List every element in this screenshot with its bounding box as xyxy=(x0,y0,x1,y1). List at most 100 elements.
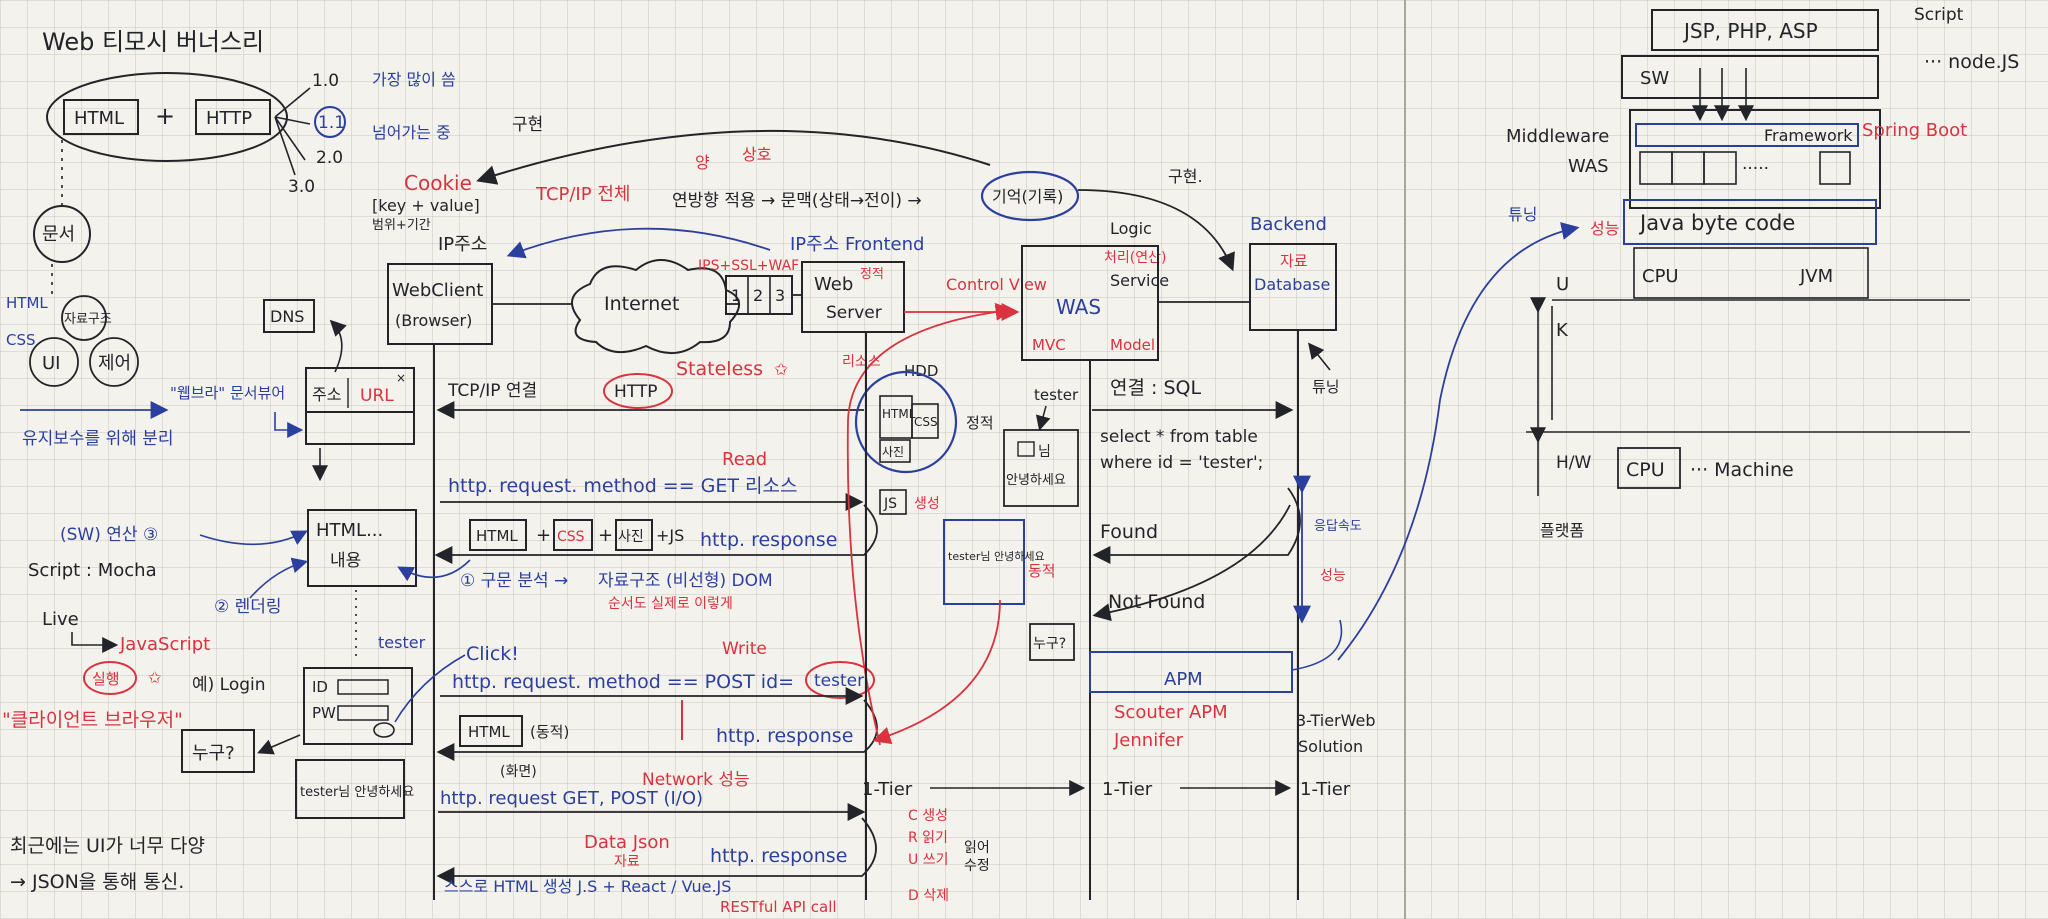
ui-label: UI xyxy=(42,353,60,374)
platform: 플랫폼 xyxy=(1540,521,1584,540)
js-label: JS xyxy=(883,496,897,512)
port-2: 2 xyxy=(753,286,763,305)
ui-circle xyxy=(29,337,79,387)
nugu-small: 누구? xyxy=(1033,636,1066,652)
hw: H/W xyxy=(1556,453,1592,473)
hdd: HDD xyxy=(904,362,938,380)
db-box xyxy=(1249,243,1337,331)
back-to-ip-arrow xyxy=(506,227,771,259)
version-2-0-note: 넘어가는 중 xyxy=(372,123,451,142)
db-label: Database xyxy=(1254,275,1330,294)
b-plus-1: + xyxy=(536,525,551,546)
http-circle-label: HTTP xyxy=(614,382,658,402)
db-data: 자료 xyxy=(1280,252,1308,270)
right-section: JSP, PHP, ASP Script ··· node.JS SW Midd… xyxy=(1506,5,2019,540)
red-web-loop xyxy=(846,302,1014,746)
cookie-kv: [key + value] xyxy=(372,196,480,215)
tester-circle xyxy=(805,661,875,699)
dynamic-label: 동적 xyxy=(1028,562,1056,580)
db-section: Backend 자료 Database 튜닝 연결 : SQL select *… xyxy=(1089,214,1580,900)
db-to-right-arrow xyxy=(1337,222,1580,661)
apm: APM xyxy=(1164,669,1203,690)
mod-4 xyxy=(1819,151,1851,185)
dns-arrow xyxy=(329,319,347,373)
address-label: 주소 xyxy=(312,385,341,404)
html-box xyxy=(63,99,139,135)
login-example: 예) Login xyxy=(192,675,266,695)
crud-c: C 생성 xyxy=(908,808,948,824)
b-photo xyxy=(615,519,653,551)
sql-2: where id = 'tester'; xyxy=(1100,453,1263,473)
memory: 기억(기록) xyxy=(992,187,1063,206)
webserver-box xyxy=(801,261,905,333)
live: Live xyxy=(42,609,79,630)
hdd-circle xyxy=(854,370,958,474)
click-arrow xyxy=(394,654,466,723)
execute: 실행 xyxy=(92,670,120,688)
html-dynamic-note: (동적) xyxy=(530,723,569,741)
memory-circle xyxy=(980,170,1080,222)
impl-top-arc xyxy=(476,129,991,185)
dns-box xyxy=(263,299,315,333)
version-branch xyxy=(274,87,311,176)
jvm: JVM xyxy=(1799,266,1833,287)
service: Service xyxy=(1110,271,1169,290)
b-photo-label: 사진 xyxy=(618,529,644,545)
http-box-label: HTTP xyxy=(206,108,252,129)
request-post: http. request. method == POST id= xyxy=(452,671,794,693)
webclient-browser: (Browser) xyxy=(395,311,472,330)
resource-tag: 리소스 xyxy=(842,354,881,370)
html-dynamic-box xyxy=(459,715,523,747)
perf-db: 성능 xyxy=(1320,568,1346,584)
port-3: 3 xyxy=(775,286,785,305)
found: Found xyxy=(1100,521,1158,543)
cookie: Cookie xyxy=(404,171,472,195)
data-json: Data Json xyxy=(584,832,670,853)
tuning: 튜닝 xyxy=(1312,378,1340,396)
internet-label: Internet xyxy=(604,293,679,315)
ip-address: IP주소 xyxy=(438,234,487,255)
jennifer: Jennifer xyxy=(1113,730,1184,751)
node: ··· node.JS xyxy=(1924,51,2019,73)
solution: Solution xyxy=(1298,737,1363,756)
response-1: http. response xyxy=(700,529,837,551)
k-label: K xyxy=(1556,320,1569,341)
cpu2-box xyxy=(1617,447,1681,489)
web-ellipse xyxy=(46,72,288,162)
nugu-box xyxy=(181,729,255,773)
click: Click! xyxy=(466,643,519,665)
client-browser: "클라이언트 브라우저" xyxy=(2,709,183,731)
stateless: Stateless xyxy=(676,358,763,380)
memory-to-db xyxy=(1077,189,1235,272)
webclient-label: WebClient xyxy=(392,280,483,301)
http-box xyxy=(195,99,271,135)
javabyte: Java byte code xyxy=(1638,211,1795,235)
red-down-loop xyxy=(872,599,1001,745)
cpu: CPU xyxy=(1642,266,1679,287)
was-right: WAS xyxy=(1568,156,1609,177)
pw-label: PW xyxy=(312,704,336,722)
nugu-label: 누구? xyxy=(192,743,235,764)
address-note-arrow xyxy=(274,412,304,438)
css-side-label: CSS xyxy=(6,331,36,349)
js-box xyxy=(879,489,907,515)
response-3-arc xyxy=(436,817,877,885)
logic: Logic xyxy=(1110,219,1152,238)
link-sql: 연결 : SQL xyxy=(1110,377,1201,399)
hdd-photo: 사진 xyxy=(882,445,904,459)
scouter: Scouter APM xyxy=(1114,702,1228,723)
network-perf: Network 성능 xyxy=(642,770,750,790)
impl-top: 구현 xyxy=(512,115,543,135)
gen: 생성 xyxy=(914,496,940,512)
execute-circle xyxy=(83,661,137,695)
tcpip-all: TCP/IP 전체 xyxy=(535,184,630,205)
model-label: Model xyxy=(1110,336,1155,354)
id-label: ID xyxy=(312,678,328,696)
star-mark: ✩ xyxy=(148,668,162,687)
hello-1: 님 xyxy=(1038,444,1051,460)
bottom-line: 스스로 HTML 생성 J.S + React / Vue.JS xyxy=(444,877,731,896)
resource: 자료 xyxy=(614,854,640,870)
sw-to-html-arrow xyxy=(199,530,308,546)
b-html xyxy=(469,519,527,551)
response-3: http. response xyxy=(710,845,847,867)
